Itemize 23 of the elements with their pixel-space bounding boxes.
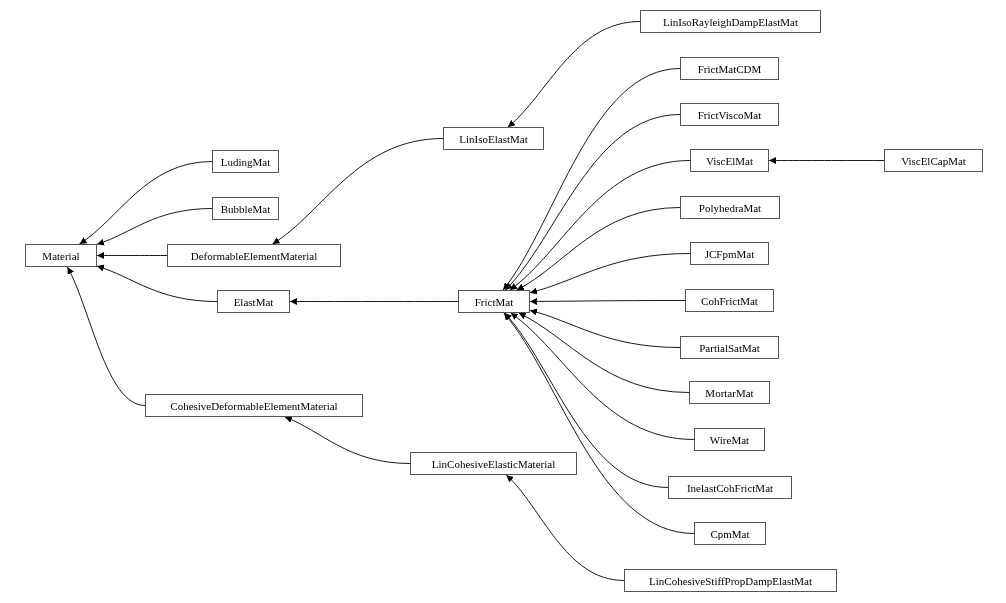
class-box: BubbleMat — [212, 197, 279, 220]
class-box: LinCohesiveStiffPropDampElastMat — [624, 569, 837, 592]
class-box: LinIsoRayleighDampElastMat — [640, 10, 821, 33]
class-box: FrictViscoMat — [680, 103, 779, 126]
class-box: LudingMat — [212, 150, 279, 173]
class-box: LinCohesiveElasticMaterial — [410, 452, 577, 475]
class-box: CohFrictMat — [685, 289, 774, 312]
class-box: PartialSatMat — [680, 336, 779, 359]
class-box: JCFpmMat — [690, 242, 769, 265]
class-box: LinIsoElastMat — [443, 127, 544, 150]
class-box: FrictMat — [458, 290, 530, 313]
class-box: DeformableElementMaterial — [167, 244, 341, 267]
class-box: CpmMat — [694, 522, 766, 545]
class-box: WireMat — [694, 428, 765, 451]
class-box: ViscElMat — [690, 149, 769, 172]
class-box: InelastCohFrictMat — [668, 476, 792, 499]
class-box: ViscElCapMat — [884, 149, 983, 172]
class-box: MortarMat — [689, 381, 770, 404]
class-box: FrictMatCDM — [680, 57, 779, 80]
class-box: CohesiveDeformableElementMaterial — [145, 394, 363, 417]
class-box: PolyhedraMat — [680, 196, 780, 219]
class-box: ElastMat — [217, 290, 290, 313]
class-box: Material — [25, 244, 97, 267]
